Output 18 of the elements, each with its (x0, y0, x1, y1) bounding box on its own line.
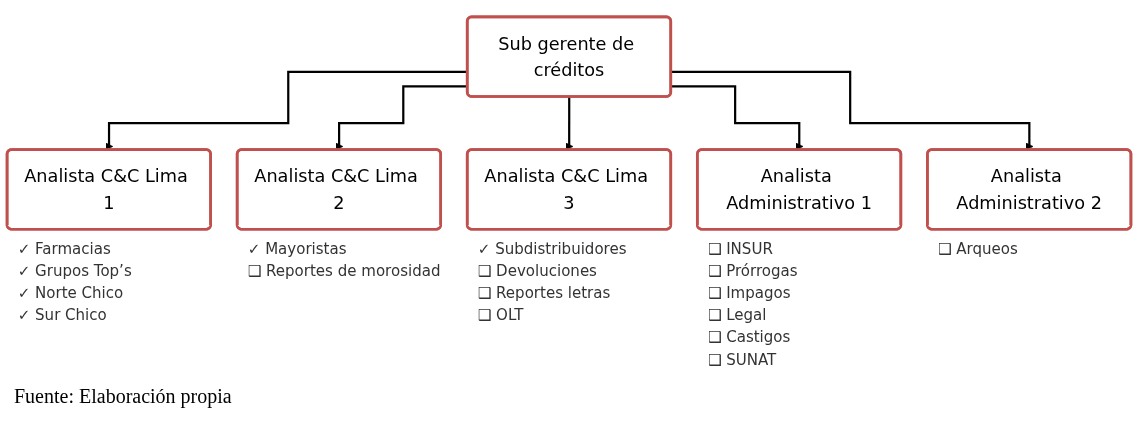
list-item: ❑ Prórrogas (707, 262, 798, 281)
list-item: ❑ INSUR (707, 240, 773, 258)
list-item: ❑ Devoluciones (477, 262, 597, 281)
list-item: ❑ SUNAT (707, 350, 777, 369)
list-item: ❑ Legal (707, 306, 767, 325)
list-item: ✓ Norte Chico (17, 284, 124, 303)
list-item: ❑ Castigos (707, 328, 791, 347)
list-item: ❑ Reportes letras (477, 284, 611, 303)
list-item: ❑ Impagos (707, 284, 791, 303)
list-item: ✓ Subdistribuidores (477, 240, 627, 258)
list-item: ✓ Grupos Top’s (17, 262, 132, 281)
list-item: ❑ Reportes de morosidad (247, 262, 441, 281)
list-item: ✓ Farmacias (17, 240, 111, 258)
caption: Fuente: Elaboración propia (14, 385, 233, 408)
list-item: ✓ Mayoristas (247, 240, 347, 258)
list-item: ❑ Arqueos (938, 240, 1018, 258)
list-item: ❑ OLT (477, 306, 524, 325)
list-item: ✓ Sur Chico (17, 306, 107, 325)
